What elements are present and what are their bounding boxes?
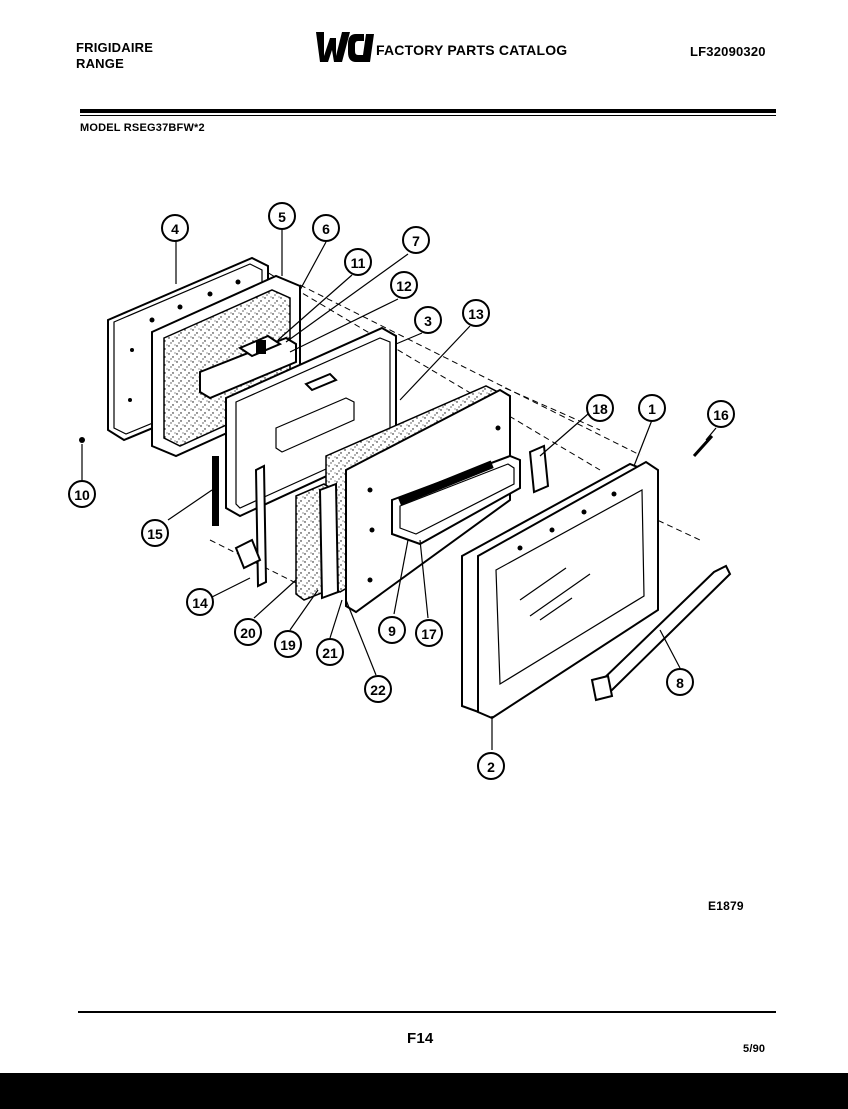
callout-7: 7 <box>402 226 430 254</box>
catalog-title: FACTORY PARTS CATALOG <box>376 42 568 58</box>
callout-18: 18 <box>586 394 614 422</box>
alignment-line <box>504 387 601 431</box>
header-rule-thin <box>80 115 776 116</box>
callout-1: 1 <box>638 394 666 422</box>
svg-text:2: 2 <box>487 759 495 775</box>
callout-5: 5 <box>268 202 296 230</box>
svg-text:5: 5 <box>278 209 286 225</box>
callout-6: 6 <box>312 214 340 242</box>
svg-text:4: 4 <box>171 221 179 237</box>
part-8-handle <box>590 564 732 702</box>
callout-14: 14 <box>186 588 214 616</box>
callout-4: 4 <box>161 214 189 242</box>
svg-text:13: 13 <box>468 306 484 322</box>
callout-19: 19 <box>274 630 302 658</box>
callout-10: 10 <box>68 480 96 508</box>
svg-text:22: 22 <box>370 682 386 698</box>
part-16-screw <box>692 434 714 458</box>
scan-edge-bar <box>0 1073 848 1109</box>
callout-12: 12 <box>390 271 418 299</box>
svg-text:17: 17 <box>421 626 437 642</box>
callout-21: 21 <box>316 638 344 666</box>
callout-17: 17 <box>415 619 443 647</box>
svg-text:1: 1 <box>648 401 656 417</box>
brand-name: FRIGIDAIRE <box>76 40 154 55</box>
svg-text:21: 21 <box>322 645 338 661</box>
svg-text:6: 6 <box>322 221 330 237</box>
svg-text:11: 11 <box>351 255 366 271</box>
svg-text:3: 3 <box>424 313 432 329</box>
callout-9: 9 <box>378 616 406 644</box>
figure-code: E1879 <box>708 899 744 913</box>
callout-20: 20 <box>234 618 262 646</box>
part-14-hinge <box>234 464 268 588</box>
svg-text:18: 18 <box>592 401 608 417</box>
callout-16: 16 <box>707 400 735 428</box>
svg-text:10: 10 <box>74 487 90 503</box>
part-10-screw <box>79 437 85 443</box>
svg-text:12: 12 <box>396 278 412 294</box>
part-12-lock-assembly <box>199 334 297 400</box>
model-label: MODEL RSEG37BFW*2 <box>80 122 205 134</box>
svg-text:8: 8 <box>676 675 684 691</box>
part-1-outer-door <box>461 460 659 720</box>
leader-lines <box>81 229 717 750</box>
callout-11: 11 <box>344 248 372 276</box>
alignment-line <box>259 267 601 471</box>
page-number: F14 <box>407 1030 434 1047</box>
svg-text:19: 19 <box>280 637 296 653</box>
part-17-vent-bracket <box>391 454 521 546</box>
svg-text:16: 16 <box>713 407 729 423</box>
footer-rule <box>78 1011 776 1013</box>
header-rule <box>80 109 776 113</box>
callout-2: 2 <box>477 752 505 780</box>
svg-text:9: 9 <box>388 623 396 639</box>
callout-3: 3 <box>414 306 442 334</box>
callout-13: 13 <box>462 299 490 327</box>
alignment-line <box>299 284 641 456</box>
callout-15: 15 <box>141 519 169 547</box>
catalog-date: 5/90 <box>743 1043 766 1055</box>
callout-8: 8 <box>666 668 694 696</box>
document-number: LF32090320 <box>690 44 766 59</box>
part-18-clip <box>528 444 550 494</box>
svg-text:15: 15 <box>147 526 163 542</box>
svg-text:7: 7 <box>412 233 420 249</box>
wci-logo <box>316 32 374 62</box>
product-type: RANGE <box>76 56 124 71</box>
part-15-strip <box>212 456 219 526</box>
callout-22: 22 <box>364 675 392 703</box>
part-21-insulation <box>295 482 340 601</box>
svg-text:14: 14 <box>192 595 208 611</box>
brand-block: FRIGIDAIRE RANGE <box>76 40 153 72</box>
svg-text:20: 20 <box>240 625 256 641</box>
